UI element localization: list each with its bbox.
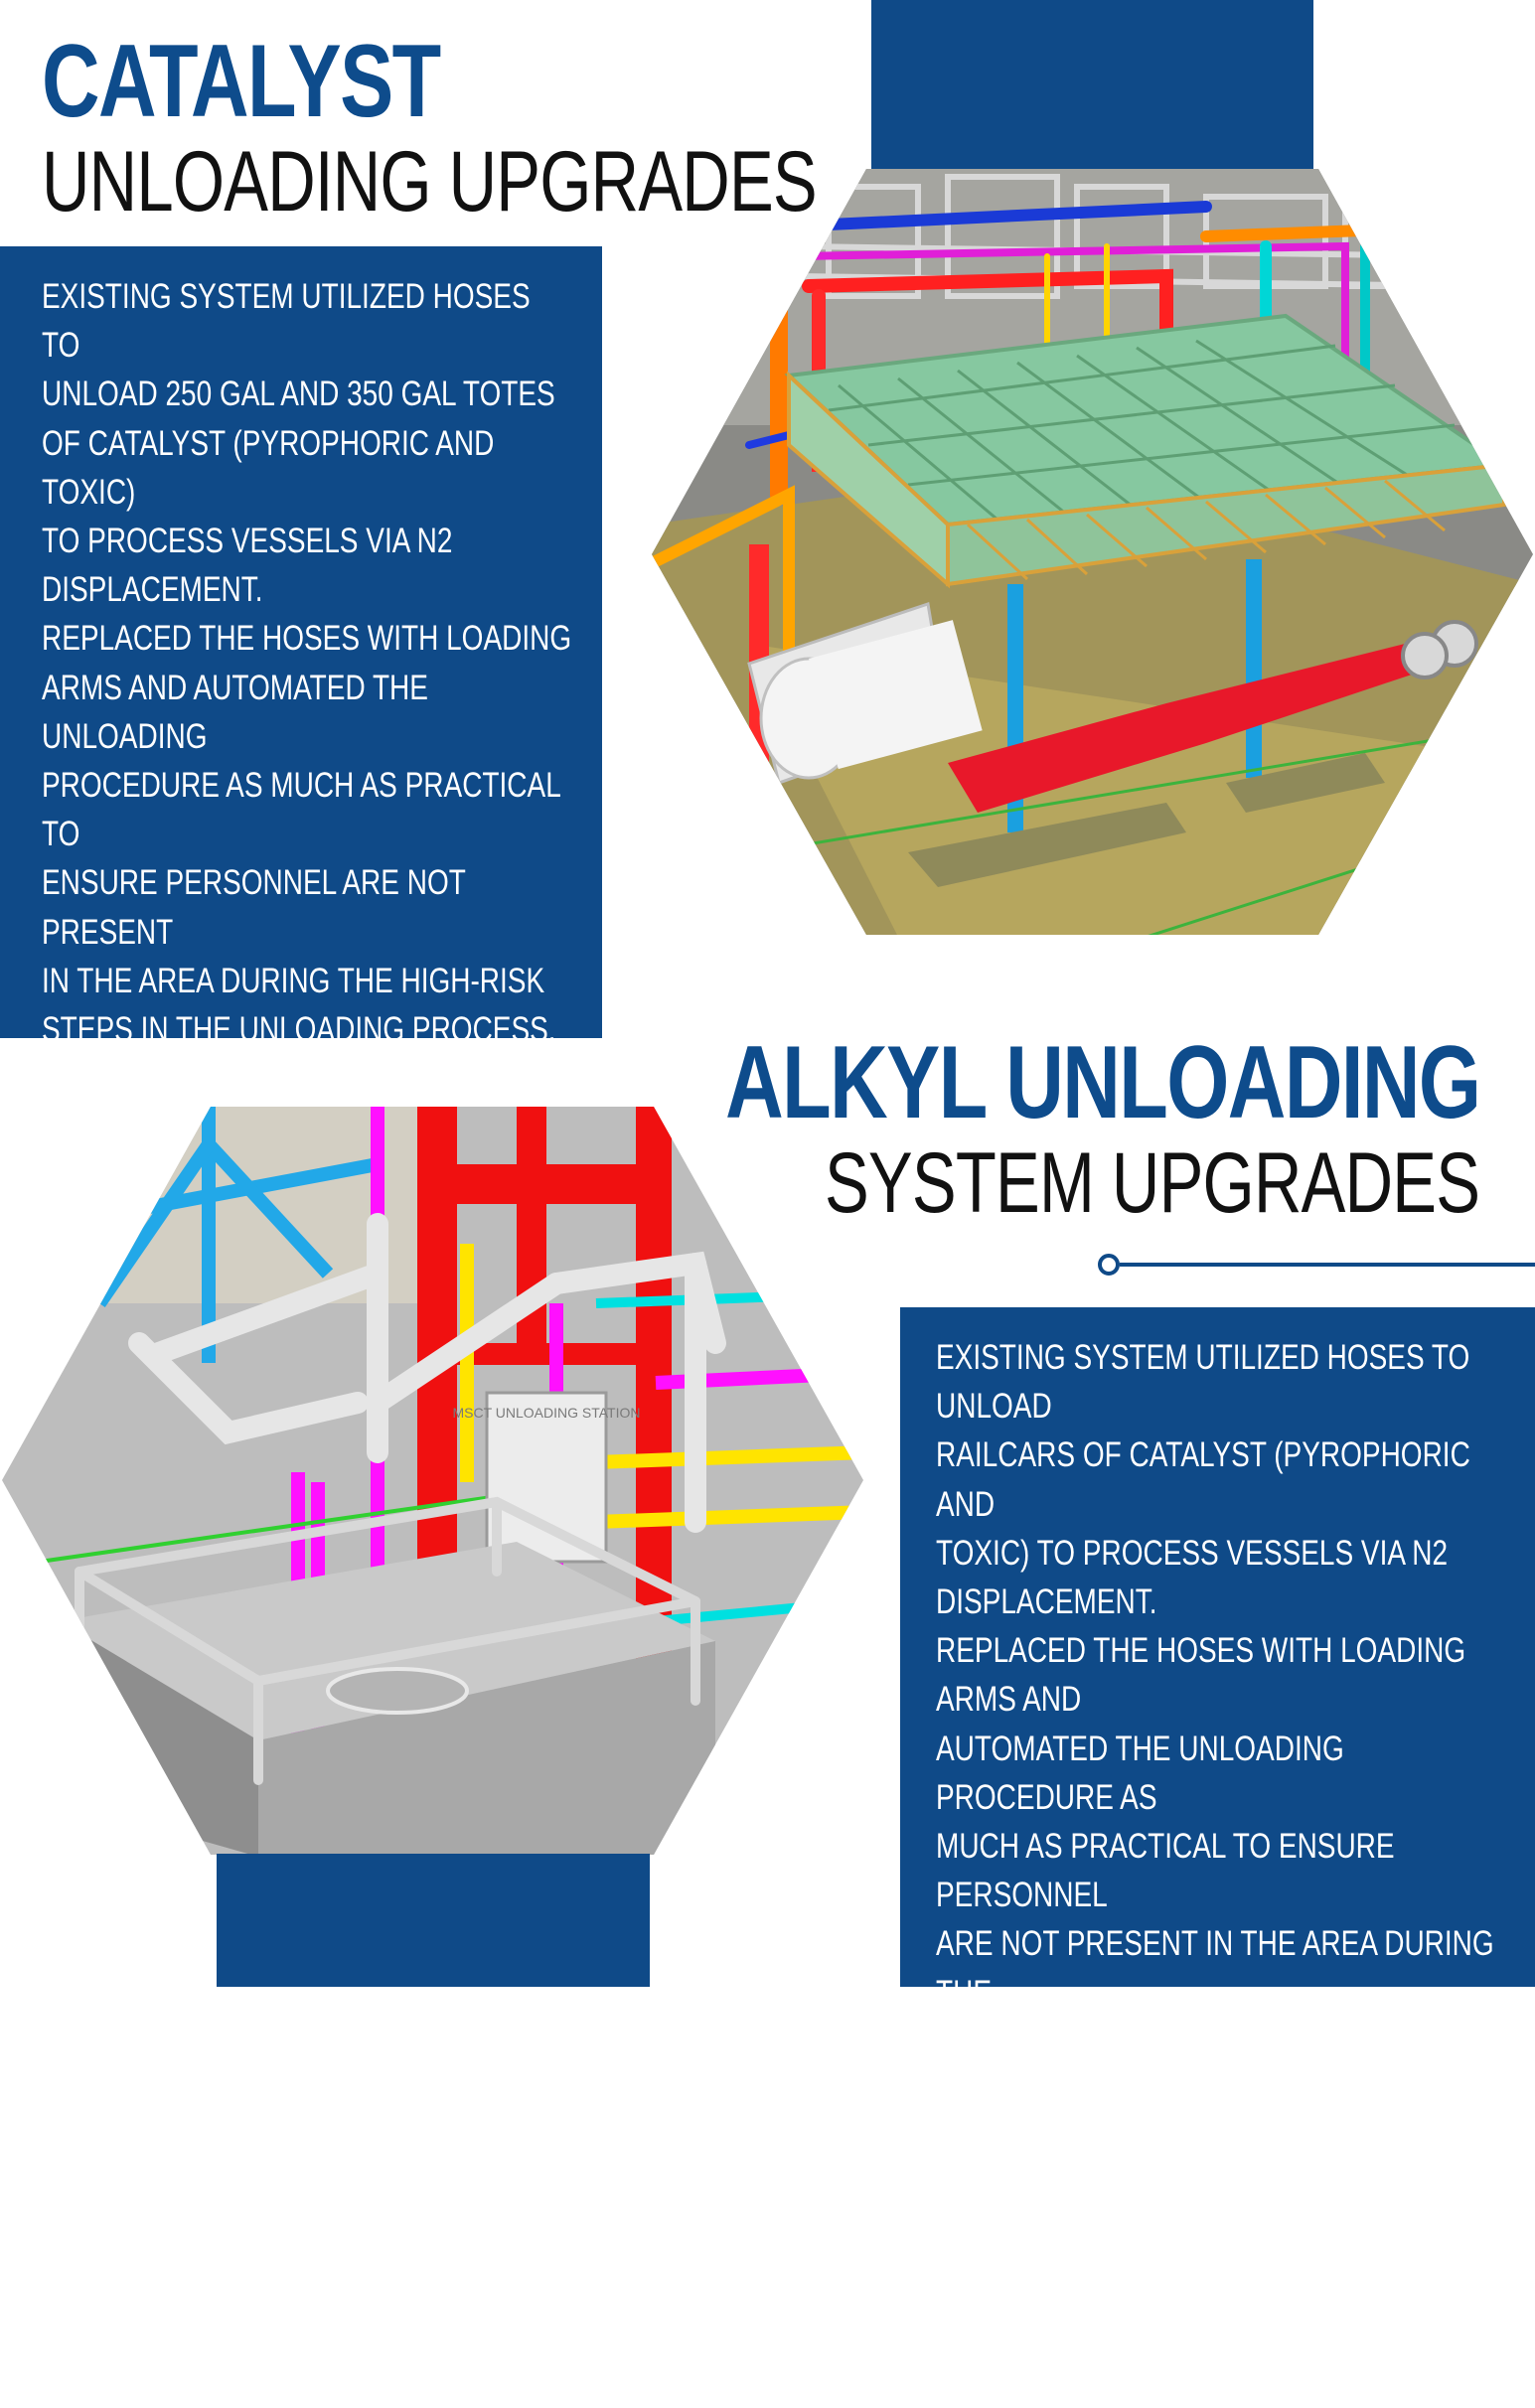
section-divider (1098, 1254, 1535, 1276)
railcar-unloading-model-image: MSCT UNLOADING STATION (2, 1107, 863, 1855)
section2-description-box: EXISTING SYSTEM UTILIZED HOSES TO UNLOAD… (900, 1307, 1535, 2403)
section2-subtitle: SYSTEM UPGRADES (824, 1135, 1480, 1231)
section2-title: ALKYL UNLOADING (724, 1025, 1481, 1140)
section1-title: CATALYST (42, 24, 441, 139)
section1-description: EXISTING SYSTEM UTILIZED HOSES TO UNLOAD… (42, 277, 572, 1245)
bottom-accent-bar (217, 1854, 650, 1987)
section1-description-box: EXISTING SYSTEM UTILIZED HOSES TO UNLOAD… (0, 246, 602, 1245)
section2-description: EXISTING SYSTEM UTILIZED HOSES TO UNLOAD… (936, 1338, 1505, 2404)
section1-subtitle: UNLOADING UPGRADES (42, 134, 818, 229)
top-accent-bar (871, 0, 1313, 169)
tote-unloading-model-image (652, 169, 1533, 935)
station-sign: MSCT UNLOADING STATION (452, 1405, 640, 1421)
